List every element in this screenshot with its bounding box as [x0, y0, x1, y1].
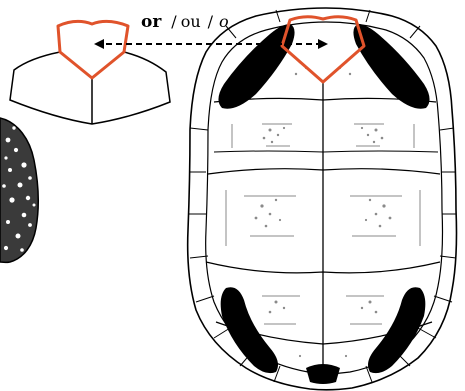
caption: or / ou / o [141, 12, 229, 32]
turtle-shell [188, 8, 457, 390]
caption-option-o: o [219, 12, 229, 31]
inset-outline [10, 21, 170, 124]
caption-option-ou: ou [181, 12, 201, 31]
turtle-head-fragment [0, 118, 38, 262]
caption-slash-2: / [208, 12, 214, 31]
caption-or: or [141, 12, 162, 32]
scute-inset [10, 21, 170, 124]
caption-slash-1: / [171, 12, 177, 31]
